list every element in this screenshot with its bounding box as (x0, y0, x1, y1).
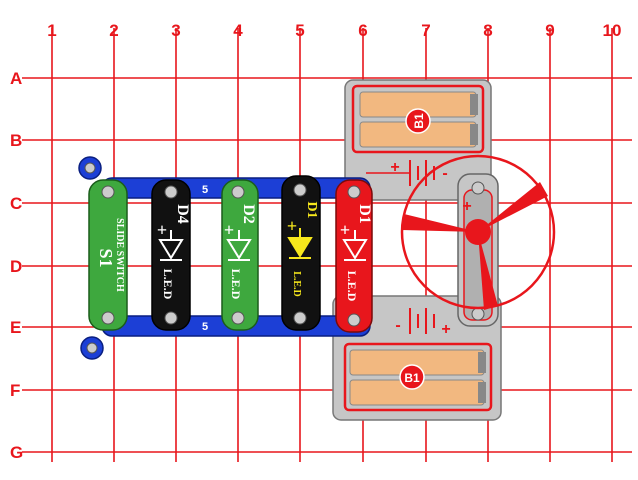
led-d4-id: D4 (174, 204, 191, 224)
switch-text: SLIDE SWITCH (114, 218, 125, 292)
snap-bottom-left[interactable] (80, 336, 104, 360)
battery-bottom-plus: + (441, 321, 450, 338)
row-label-C: C (10, 194, 22, 213)
battery-top-label: B1 (412, 113, 426, 129)
battery-bottom-label: B1 (404, 371, 420, 385)
led-d2-green[interactable]: D2 + L.E.D (221, 179, 259, 331)
led-d2-plus: + (224, 220, 234, 240)
led-d1-yellow[interactable]: D1 + L.E.D (281, 175, 321, 331)
col-label-4: 4 (233, 21, 243, 40)
battery-top[interactable]: B1 + - (344, 79, 492, 201)
led-d4-plus: + (157, 220, 167, 240)
battery-bottom[interactable]: B1 - + (332, 295, 502, 421)
led-d1r-plus: + (340, 220, 350, 240)
slide-switch-s1[interactable]: S1 SLIDE SWITCH (88, 179, 128, 331)
row-label-E: E (10, 318, 21, 337)
led-d2-id: D2 (240, 204, 257, 224)
led-d1y-text: L.E.D (291, 271, 302, 297)
col-label-8: 8 (483, 21, 492, 40)
col-label-10: 10 (603, 21, 622, 40)
col-label-5: 5 (295, 21, 304, 40)
col-label-9: 9 (545, 21, 554, 40)
led-d1y-plus: + (287, 216, 297, 236)
led-d4-text: L.E.D (161, 269, 175, 300)
switch-id: S1 (96, 248, 116, 267)
led-d4-white[interactable]: D4 + L.E.D (151, 179, 191, 331)
row-label-A: A (10, 69, 22, 88)
row-label-G: G (10, 443, 23, 462)
battery-bottom-minus: - (395, 317, 400, 334)
led-d1r-id: D1 (356, 204, 373, 224)
col-label-3: 3 (171, 21, 180, 40)
row-label-F: F (10, 381, 20, 400)
motor-plus: + (462, 198, 471, 215)
wire-bottom-label: 5 (202, 321, 208, 333)
col-label-6: 6 (358, 21, 367, 40)
led-d1r-text: L.E.D (345, 271, 359, 302)
col-label-2: 2 (109, 21, 118, 40)
led-d2-text: L.E.D (229, 269, 243, 300)
battery-top-minus: - (442, 165, 447, 182)
row-label-D: D (10, 257, 22, 276)
led-d1y-id: D1 (304, 201, 319, 218)
battery-top-plus: + (390, 159, 399, 176)
snap-top-left[interactable] (78, 156, 102, 180)
col-label-1: 1 (47, 21, 56, 40)
led-d1-red[interactable]: D1 + L.E.D (335, 179, 373, 333)
col-label-7: 7 (421, 21, 430, 40)
row-label-B: B (10, 131, 22, 150)
fan-blade-icon (400, 154, 556, 310)
wire-top-label: 5 (202, 184, 208, 196)
